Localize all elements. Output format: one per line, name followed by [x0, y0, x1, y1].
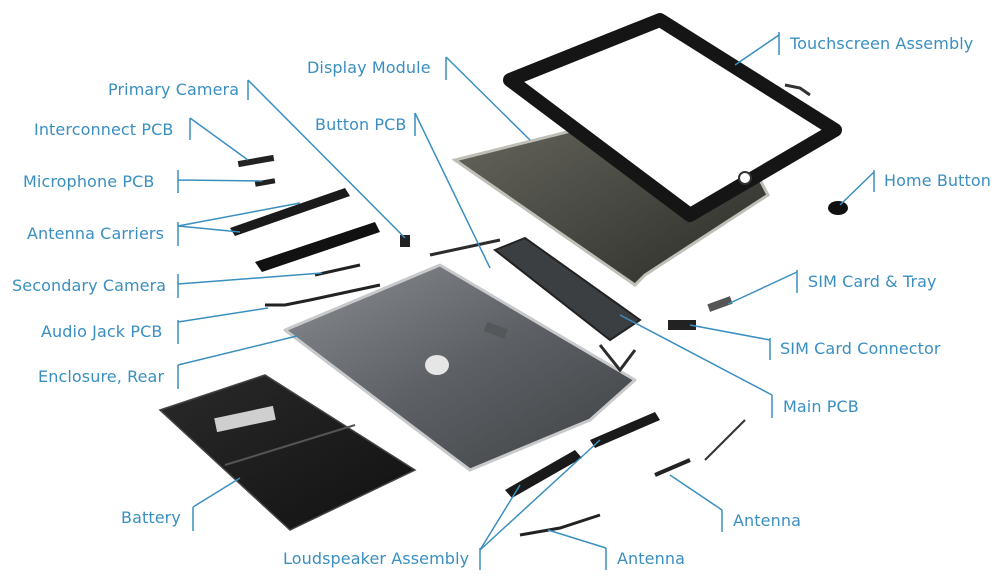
leader-antenna-bottom	[547, 529, 607, 570]
main-pcb-part	[429, 236, 642, 373]
loudspeaker-part	[505, 412, 660, 498]
enclosure-part	[283, 263, 637, 472]
leader-home-button	[839, 170, 875, 206]
label-display-module: Display Module	[307, 58, 431, 77]
leader-audio-jack	[177, 307, 269, 344]
leader-antenna-carriers	[177, 202, 301, 246]
label-button-pcb: Button PCB	[315, 115, 407, 134]
leader-primary-camera	[247, 79, 406, 239]
label-interconnect-pcb: Interconnect PCB	[34, 120, 174, 139]
label-primary-camera: Primary Camera	[108, 80, 240, 99]
leader-touchscreen	[734, 32, 780, 66]
label-secondary-camera: Secondary Camera	[12, 276, 167, 295]
leader-battery	[192, 477, 241, 531]
leader-button-pcb	[414, 112, 491, 269]
label-antenna-bottom: Antenna	[617, 549, 685, 568]
label-sim-card-tray: SIM Card & Tray	[808, 272, 937, 291]
label-touchscreen-assembly: Touchscreen Assembly	[790, 34, 974, 53]
leader-sim-connector	[689, 324, 771, 360]
label-main-pcb: Main PCB	[783, 397, 859, 416]
leader-loudspeaker	[479, 439, 601, 570]
label-battery: Battery	[121, 508, 181, 527]
leader-microphone-pcb	[177, 170, 263, 193]
label-enclosure-rear: Enclosure, Rear	[38, 367, 165, 386]
label-antenna-right: Antenna	[733, 511, 801, 530]
label-antenna-carriers: Antenna Carriers	[27, 224, 165, 243]
leader-interconnect-pcb	[189, 117, 249, 161]
leader-secondary-camera	[177, 272, 323, 298]
battery-part	[158, 374, 417, 531]
leader-enclosure	[177, 335, 298, 389]
leader-antenna-right	[669, 474, 723, 532]
small-parts	[230, 154, 746, 537]
leader-sim-tray	[727, 270, 798, 305]
leader-lines	[177, 32, 875, 570]
label-microphone-pcb: Microphone PCB	[23, 172, 155, 191]
leader-main-pcb	[619, 314, 773, 418]
label-sim-card-connector: SIM Card Connector	[780, 339, 941, 358]
label-audio-jack-pcb: Audio Jack PCB	[41, 322, 163, 341]
label-loudspeaker-assembly: Loudspeaker Assembly	[283, 549, 470, 568]
leader-display-module	[445, 56, 531, 141]
label-home-button: Home Button	[884, 171, 992, 190]
touchscreen-part	[503, 13, 842, 222]
home-button-part	[828, 201, 848, 215]
